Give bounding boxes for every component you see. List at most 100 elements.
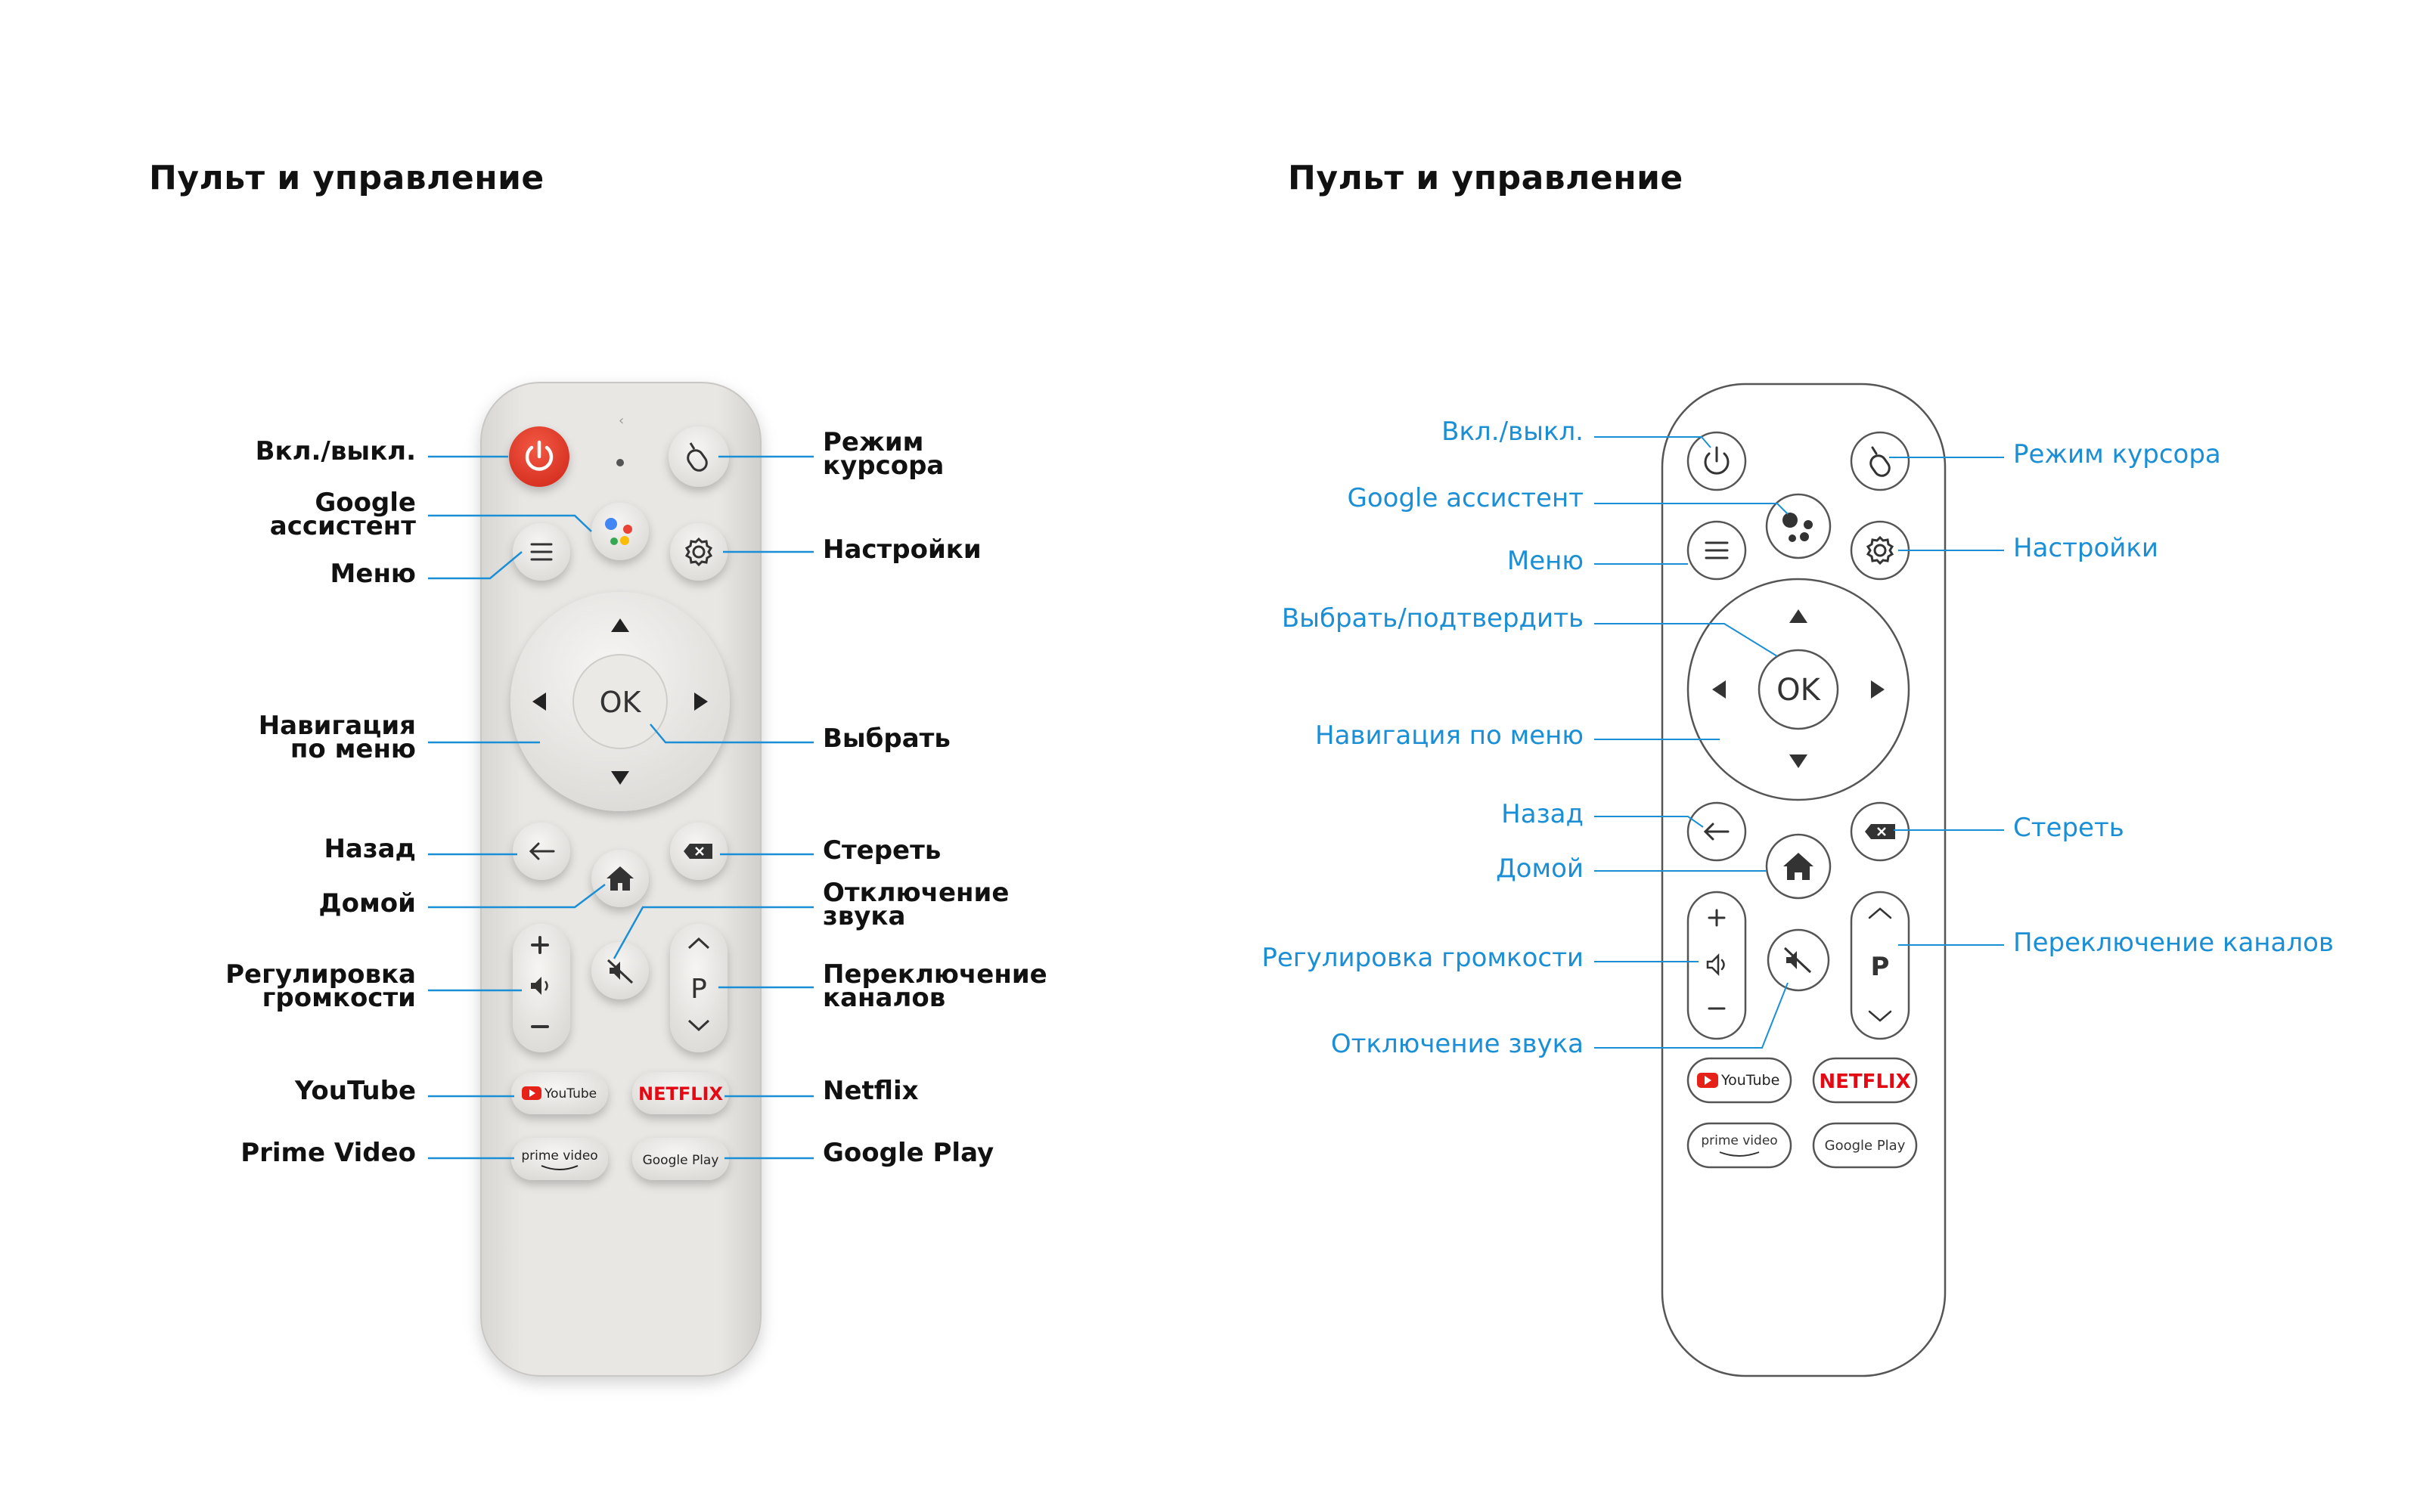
label-channels-line2: каналов [823, 983, 946, 1013]
label-volume-line2: громкости [262, 983, 416, 1013]
youtube-button[interactable] [511, 1072, 608, 1114]
label-menu: Меню [330, 559, 416, 589]
label-back: Назад [324, 834, 416, 864]
outline-home-icon [1783, 853, 1813, 880]
label-mute-line1: Отключение [823, 878, 1010, 908]
outline-label-cursor: Режим курсора [2013, 439, 2221, 469]
chevron-up-icon [687, 937, 710, 950]
left-panel-title: Пульт и управление [149, 159, 544, 197]
outline-back-button[interactable] [1686, 801, 1747, 862]
label-settings: Настройки [823, 534, 982, 565]
outline-label-channels: Переключение каналов [2013, 928, 2334, 958]
label-volume: Регулировка громкости [225, 962, 416, 1013]
outline-netflix-button[interactable] [1812, 1057, 1918, 1104]
hamburger-icon [530, 543, 553, 561]
outline-google-button[interactable] [1765, 493, 1832, 559]
chevron-down-icon [687, 1019, 710, 1032]
label-navigation: Навигация по меню [258, 711, 416, 764]
outline-ok-button[interactable] [1758, 649, 1839, 730]
outline-prime-logo-text: prime video [1701, 1133, 1777, 1148]
outline-hamburger-icon [1705, 541, 1729, 559]
backspace-icon [684, 844, 712, 859]
outline-arrow-down-icon [1789, 754, 1807, 768]
netflix-logo-text: NETFLIX [638, 1083, 723, 1105]
plus-icon [531, 936, 549, 954]
outline-google-assistant-icon [1782, 513, 1813, 542]
cursor-mode-button[interactable] [669, 426, 729, 487]
svg-text:‹: ‹ [619, 413, 624, 429]
label-mute-line2: звука [823, 901, 906, 931]
outline-backspace-icon [1865, 824, 1895, 839]
outline-youtube-button[interactable] [1686, 1057, 1792, 1104]
label-power: Вкл./выкл. [255, 436, 416, 466]
ok-label: OK [600, 686, 642, 719]
channel-rocker[interactable] [670, 924, 728, 1052]
outline-prime-button[interactable] [1686, 1122, 1792, 1169]
prime-video-logo-text: prime video [521, 1148, 597, 1163]
outline-label-menu: Меню [1506, 546, 1584, 576]
netflix-button[interactable] [632, 1072, 729, 1114]
label-nav-line2: по меню [290, 734, 416, 764]
gear-icon [684, 537, 713, 567]
outline-mouse-cursor-icon [1869, 446, 1891, 477]
outline-arrow-up-icon [1789, 609, 1807, 623]
outline-power-button[interactable] [1686, 431, 1747, 491]
label-mute: Отключение звука [823, 878, 1010, 931]
label-youtube: YouTube [294, 1076, 416, 1106]
settings-button[interactable] [670, 523, 728, 581]
google-play-logo-text: Google Play [643, 1153, 719, 1168]
label-nav-line1: Навигация [258, 711, 416, 741]
label-google-assistant: Google ассистент [270, 488, 416, 539]
ok-button[interactable] [572, 654, 668, 749]
label-home: Домой [318, 888, 416, 919]
outline-gplay-logo-text: Google Play [1825, 1138, 1906, 1154]
outline-home-button[interactable] [1765, 833, 1832, 900]
outline-ok-label: OK [1776, 673, 1821, 708]
right-panel-title: Пульт и управление [1288, 159, 1683, 197]
power-icon [525, 440, 554, 471]
outline-mute-button[interactable] [1767, 928, 1830, 992]
label-netflix: Netflix [823, 1076, 919, 1106]
outline-dpad-ring[interactable] [1686, 578, 1910, 801]
arrow-back-icon [529, 842, 555, 860]
arrow-down-icon [611, 771, 629, 785]
google-assistant-icon [605, 518, 632, 545]
outline-erase-button[interactable] [1850, 801, 1910, 862]
outline-chevron-up-icon [1868, 907, 1892, 919]
mute-icon [607, 959, 634, 984]
outline-label-volume: Регулировка громкости [1261, 943, 1584, 973]
outline-label-back: Назад [1501, 799, 1584, 829]
label-erase: Стереть [823, 835, 942, 866]
arrow-right-icon [694, 692, 708, 711]
outline-menu-button[interactable] [1686, 520, 1747, 581]
outline-gplay-button[interactable] [1812, 1122, 1918, 1169]
outline-mute-icon [1783, 947, 1812, 974]
label-select: Выбрать [823, 723, 951, 754]
outline-label-google: Google ассистент [1347, 483, 1584, 513]
label-cursor-line2: курсора [823, 451, 945, 481]
outline-label-navigation: Навигация по меню [1315, 720, 1584, 751]
label-google-line1: Google [315, 488, 416, 518]
home-icon [607, 866, 634, 891]
right-leader-lines [1594, 436, 2004, 1049]
outline-volume-rocker[interactable] [1686, 891, 1747, 1040]
outline-label-settings: Настройки [2013, 533, 2159, 563]
arrow-up-icon [611, 618, 629, 632]
outline-label-home: Домой [1496, 854, 1584, 884]
label-channels: Переключение каналов [823, 959, 1047, 1013]
outline-channel-rocker[interactable] [1850, 891, 1910, 1040]
prime-video-button[interactable] [511, 1138, 608, 1180]
google-play-button[interactable] [632, 1138, 729, 1180]
label-cursor-line1: Режим [823, 427, 924, 457]
label-channels-line1: Переключение [823, 959, 1047, 990]
outline-body [1661, 383, 1947, 1377]
label-google-play: Google Play [823, 1138, 994, 1168]
google-assistant-button[interactable] [591, 503, 649, 560]
outline-arrow-right-icon [1871, 680, 1885, 699]
outline-cursor-button[interactable] [1850, 431, 1910, 491]
outline-speaker-icon [1706, 953, 1725, 977]
outline-youtube-logo-text: YouTube [1720, 1072, 1779, 1089]
outline-power-icon [1704, 446, 1730, 475]
outline-plus-icon [1708, 909, 1726, 927]
